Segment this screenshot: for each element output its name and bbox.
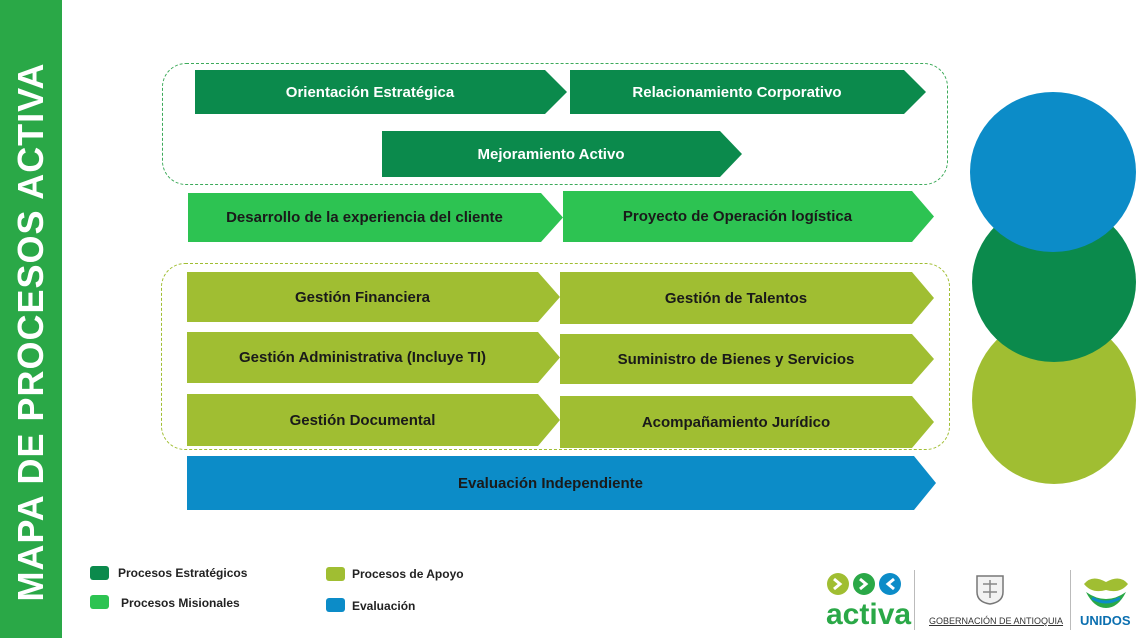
legend-label-evaluacion: Evaluación [352, 599, 416, 613]
process-gestion-talentos[interactable]: Gestión de Talentos [560, 272, 934, 324]
process-label: Suministro de Bienes y Servicios [617, 350, 855, 368]
legend-label-apoyo: Procesos de Apoyo [352, 567, 464, 581]
process-label: Evaluación Independiente [457, 474, 644, 492]
process-gestion-documental[interactable]: Gestión Documental [187, 394, 560, 446]
process-label: Gestión de Talentos [664, 289, 808, 307]
support-group-frame [161, 263, 950, 450]
process-label: Proyecto de Operación logística [622, 208, 853, 225]
process-label: Mejoramiento Activo [477, 145, 625, 163]
legend-swatch-misionales [90, 595, 109, 609]
process-gestion-financiera[interactable]: Gestión Financiera [187, 272, 560, 322]
sidebar: MAPA DE PROCESOS ACTIVA [0, 0, 62, 638]
process-evaluacion-independiente[interactable]: Evaluación Independiente [187, 456, 936, 510]
process-label: Gestión Documental [289, 411, 436, 429]
legend-label-estrategicos: Procesos Estratégicos [118, 566, 248, 580]
process-label: Gestión Financiera [294, 288, 431, 306]
legend-swatch-apoyo [326, 567, 345, 581]
unidos-logo: UNIDOS [1080, 613, 1131, 628]
process-suministro-bienes-servicios[interactable]: Suministro de Bienes y Servicios [560, 334, 934, 384]
process-mejoramiento-activo[interactable]: Mejoramiento Activo [382, 131, 742, 177]
activa-logo: activa [826, 598, 912, 631]
logo-divider [1070, 570, 1071, 630]
legend-label-misionales: Procesos Misionales [121, 596, 240, 610]
gobernacion-crest-icon [973, 572, 1007, 606]
unidos-logo-icon [1082, 572, 1130, 610]
gobernacion-logo: GOBERNACIÓN DE ANTIOQUIA [929, 616, 1064, 626]
strategic-group-frame [162, 63, 948, 185]
process-orientacion-estrategica[interactable]: Orientación Estratégica [195, 70, 567, 114]
process-proyecto-operacion-logistica[interactable]: Proyecto de Operación logística [563, 191, 934, 242]
process-acompanamiento-juridico[interactable]: Acompañamiento Jurídico [560, 396, 934, 448]
circle-evaluacion [970, 92, 1136, 252]
logo-divider [914, 570, 915, 630]
page-title: MAPA DE PROCESOS ACTIVA [10, 62, 51, 602]
process-label: Gestión Administrativa (Incluye TI) [239, 349, 486, 366]
process-gestion-administrativa[interactable]: Gestión Administrativa (Incluye TI) [187, 332, 560, 383]
legend-swatch-evaluacion [326, 598, 345, 612]
process-label: Acompañamiento Jurídico [641, 413, 831, 431]
process-desarrollo-experiencia-cliente[interactable]: Desarrollo de la experiencia del cliente [188, 193, 563, 242]
process-relacionamiento-corporativo[interactable]: Relacionamiento Corporativo [570, 70, 926, 114]
activa-logo-icon [826, 572, 906, 596]
process-label: Orientación Estratégica [285, 83, 455, 101]
legend-swatch-estrategicos [90, 566, 109, 580]
process-label: Desarrollo de la experiencia del cliente [226, 209, 503, 226]
process-label: Relacionamiento Corporativo [632, 83, 842, 101]
